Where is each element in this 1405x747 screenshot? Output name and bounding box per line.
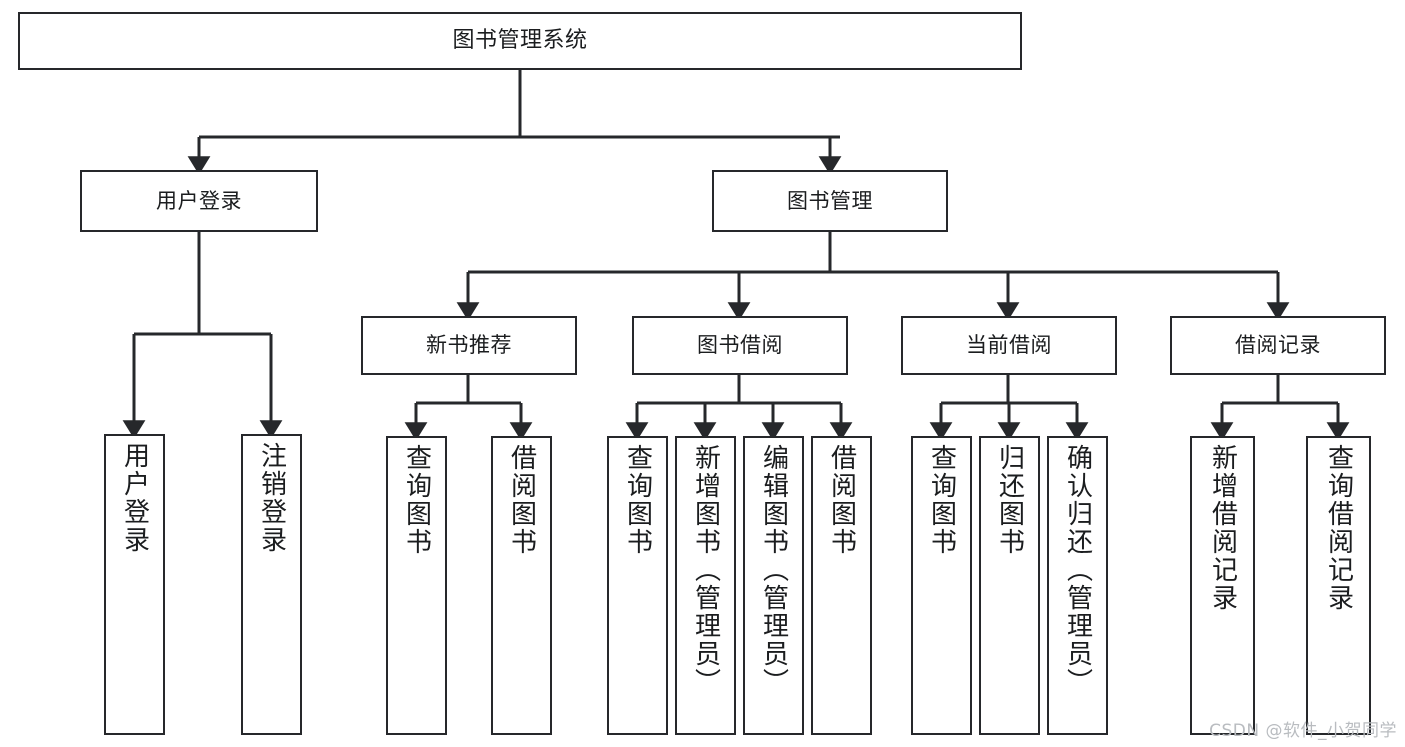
node-label: 新书推荐 xyxy=(426,333,512,358)
node-label: 借阅图书 xyxy=(826,444,857,556)
node-label: 用户登录 xyxy=(156,188,242,213)
node-label: 借阅记录 xyxy=(1235,333,1321,358)
node-leaf-add-record[interactable]: 新增借阅记录 xyxy=(1190,436,1255,735)
node-book-management[interactable]: 图书管理 xyxy=(712,170,948,232)
node-leaf-borrow-book-2[interactable]: 借阅图书 xyxy=(811,436,872,735)
node-label: 新增图书（管理员） xyxy=(690,444,721,696)
node-book-borrow[interactable]: 图书借阅 xyxy=(632,316,848,375)
node-label: 编辑图书（管理员） xyxy=(758,444,789,696)
node-label: 确认归还（管理员） xyxy=(1062,444,1093,696)
csdn-watermark: CSDN @软件_小贺同学 xyxy=(1209,721,1397,741)
node-label: 图书管理系统 xyxy=(452,28,588,54)
node-leaf-borrow-book-1[interactable]: 借阅图书 xyxy=(491,436,552,735)
node-leaf-user-logout[interactable]: 注销登录 xyxy=(241,434,302,735)
node-label: 查询借阅记录 xyxy=(1323,444,1354,612)
node-root-book-management-system[interactable]: 图书管理系统 xyxy=(18,12,1022,70)
node-user-login[interactable]: 用户登录 xyxy=(80,170,318,232)
node-leaf-query-book-2[interactable]: 查询图书 xyxy=(607,436,668,735)
node-label: 查询图书 xyxy=(622,444,653,556)
node-leaf-query-book-3[interactable]: 查询图书 xyxy=(911,436,972,735)
node-label: 归还图书 xyxy=(994,444,1025,556)
node-label: 图书借阅 xyxy=(697,333,783,358)
node-label: 当前借阅 xyxy=(966,333,1052,358)
node-label: 新增借阅记录 xyxy=(1207,444,1238,612)
node-borrow-record[interactable]: 借阅记录 xyxy=(1170,316,1386,375)
node-leaf-return-book[interactable]: 归还图书 xyxy=(979,436,1040,735)
node-leaf-confirm-return[interactable]: 确认归还（管理员） xyxy=(1047,436,1108,735)
node-leaf-query-record[interactable]: 查询借阅记录 xyxy=(1306,436,1371,735)
node-leaf-query-book-1[interactable]: 查询图书 xyxy=(386,436,447,735)
node-label: 借阅图书 xyxy=(506,444,537,556)
node-current-borrow[interactable]: 当前借阅 xyxy=(901,316,1117,375)
node-leaf-edit-book[interactable]: 编辑图书（管理员） xyxy=(743,436,804,735)
node-new-book-recommend[interactable]: 新书推荐 xyxy=(361,316,577,375)
node-leaf-add-book[interactable]: 新增图书（管理员） xyxy=(675,436,736,735)
node-leaf-user-login[interactable]: 用户登录 xyxy=(104,434,165,735)
node-label: 注销登录 xyxy=(256,442,287,554)
node-label: 用户登录 xyxy=(119,442,150,554)
node-label: 查询图书 xyxy=(926,444,957,556)
node-label: 图书管理 xyxy=(787,188,873,213)
node-label: 查询图书 xyxy=(401,444,432,556)
